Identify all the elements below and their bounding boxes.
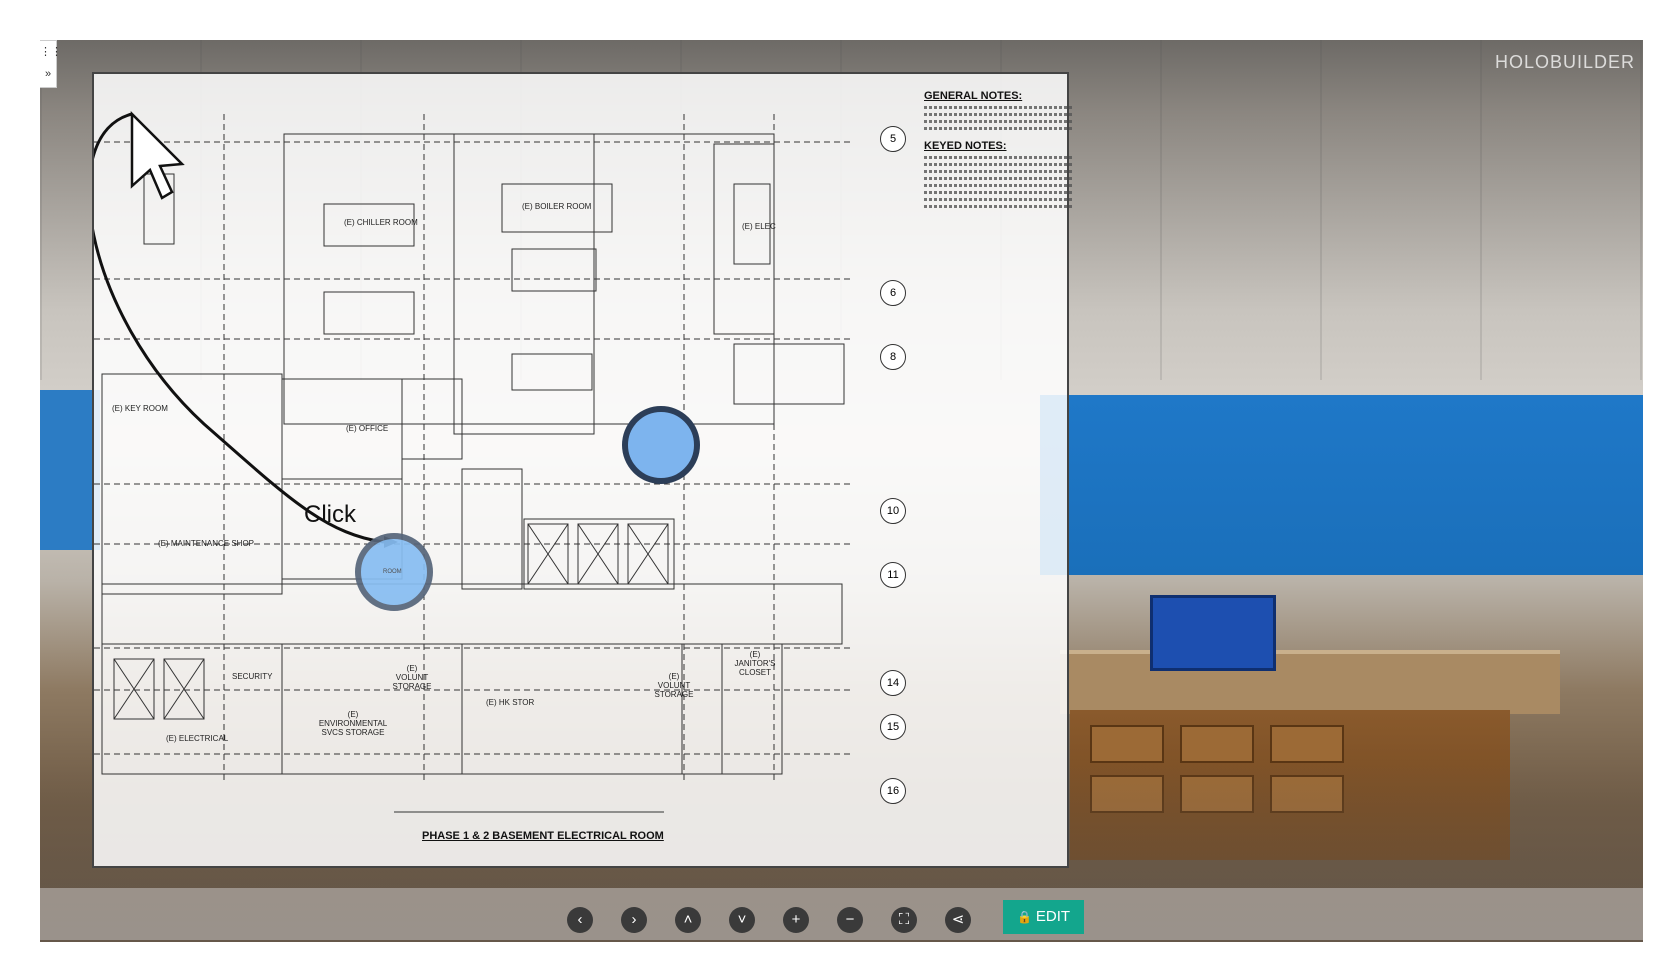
plus-icon[interactable]: + xyxy=(783,907,809,933)
room-label: (E) VOLUNT STORAGE xyxy=(392,664,432,691)
keyed-notes-title: KEYED NOTES: xyxy=(924,140,1007,152)
floorplan-overlay[interactable]: GENERAL NOTES: KEYED NOTES: (E) CHILLER … xyxy=(92,72,1072,868)
double-chevron-right-icon[interactable]: » xyxy=(44,68,52,80)
drawer xyxy=(1090,725,1164,763)
room-label: (E) CHILLER ROOM xyxy=(344,218,418,227)
grid-bubble: 10 xyxy=(880,498,906,524)
click-arrow-curve xyxy=(94,112,385,544)
chevron-right-icon[interactable]: › xyxy=(621,907,647,933)
room-label: (E) JANITOR'S CLOSET xyxy=(734,650,776,677)
blue-wall xyxy=(1040,395,1643,575)
grid-icon[interactable]: ⋮⋮ xyxy=(40,46,62,58)
cursor-icon xyxy=(130,110,185,200)
room-label: (E) OFFICE xyxy=(346,424,389,433)
blue-wall-left xyxy=(40,390,100,550)
router-table xyxy=(1150,595,1276,671)
room-label: (E) ENVIRONMENTAL SVCS STORAGE xyxy=(318,710,388,737)
side-panel-tab[interactable]: ⋮⋮ » xyxy=(40,40,62,88)
room-label: (E) KEY ROOM xyxy=(112,404,168,413)
room-label: (E) ELECTRICAL xyxy=(166,734,229,743)
floorplan-drawing xyxy=(94,110,854,813)
room-label: (E) ELEC xyxy=(742,222,776,231)
room-label: (E) MAINTENANCE SHOP xyxy=(158,539,255,548)
room-label: SECURITY xyxy=(232,672,273,681)
chevron-up-icon[interactable]: ˄ xyxy=(675,907,701,933)
room-label: (E) VOLUNT STORAGE xyxy=(654,672,694,699)
minus-icon[interactable]: − xyxy=(837,907,863,933)
grid-bubble: 11 xyxy=(880,562,906,588)
drawer xyxy=(1270,725,1344,763)
workbench-top xyxy=(1060,650,1560,714)
share-icon[interactable]: ⋖ xyxy=(945,907,971,933)
hotspot-label: ROOM xyxy=(383,569,402,575)
floorplan-notes: GENERAL NOTES: KEYED NOTES: xyxy=(924,88,1072,212)
lock-icon: 🔒 xyxy=(1016,910,1032,924)
grid-bubble: 16 xyxy=(880,778,906,804)
general-notes-title: GENERAL NOTES: xyxy=(924,90,1023,102)
hotspot-marker-active[interactable]: ROOM xyxy=(355,533,433,611)
chevron-left-icon[interactable]: ‹ xyxy=(567,907,593,933)
click-annotation: Click xyxy=(304,501,356,528)
drawer xyxy=(1180,725,1254,763)
room-label: (E) BOILER ROOM xyxy=(522,202,592,211)
edit-button[interactable]: 🔒EDIT xyxy=(1003,900,1084,934)
chevron-down-icon[interactable]: ˅ xyxy=(729,907,755,933)
grid-bubble: 6 xyxy=(880,280,906,306)
grid-bubble: 8 xyxy=(880,344,906,370)
grid-bubble: 15 xyxy=(880,714,906,740)
edit-label: EDIT xyxy=(1035,908,1071,925)
grid-bubble: 14 xyxy=(880,670,906,696)
floorplan-title: PHASE 1 & 2 BASEMENT ELECTRICAL ROOM xyxy=(422,830,664,842)
fullscreen-icon[interactable]: ⛶ xyxy=(891,907,917,933)
holobuilder-watermark: HOLOBUILDER xyxy=(1494,52,1635,72)
grid-bubble: 5 xyxy=(880,126,906,152)
hotspot-marker[interactable] xyxy=(622,406,700,484)
room-label: (E) HK STOR xyxy=(486,698,535,707)
